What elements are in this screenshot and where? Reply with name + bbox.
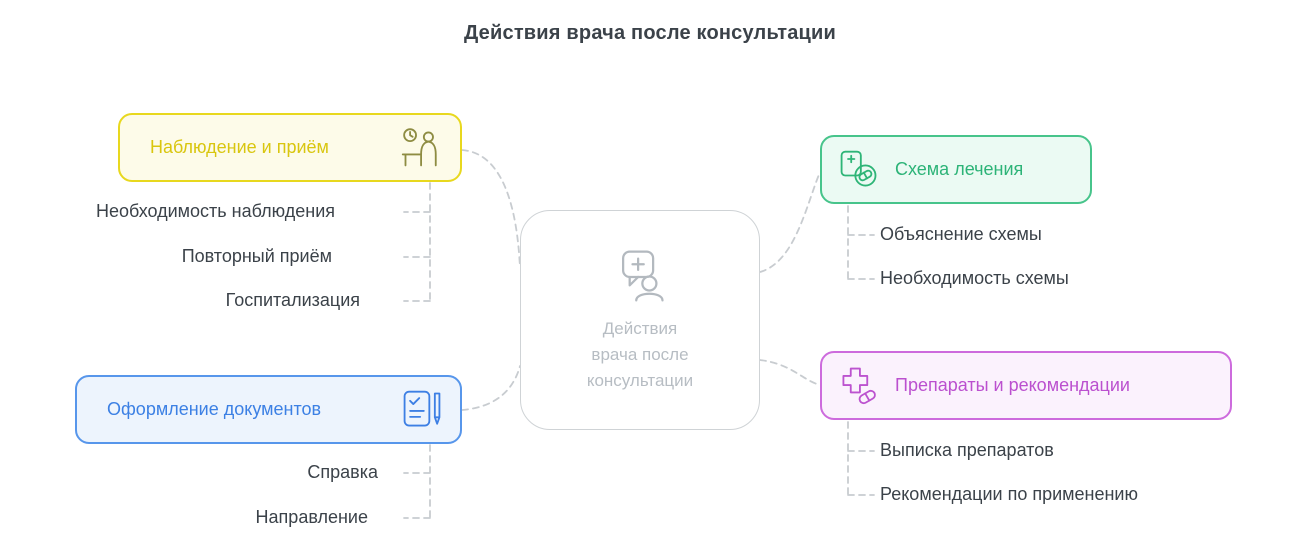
diagram-title: Действия врача после консультации	[463, 22, 837, 44]
branch-documents-label: Оформление документов	[107, 399, 322, 419]
connector-center-treatment	[759, 171, 821, 273]
connector-documents-children	[403, 444, 431, 519]
connector-observation-children	[403, 182, 431, 302]
branch-medications-label: Препараты и рекомендации	[895, 375, 1130, 395]
patient-clock-icon	[401, 127, 437, 166]
center-label-line: врача после	[591, 345, 689, 364]
branch-observation: Наблюдение и приём	[118, 113, 462, 182]
center-node-label: Действия врача после консультации	[587, 316, 693, 394]
doctor-speech-bubble-icon	[622, 250, 664, 302]
branch-documents: Оформление документов	[75, 375, 462, 444]
connector-center-observation	[461, 149, 521, 269]
child-observation-need: Необходимость наблюдения	[95, 201, 335, 221]
child-repeat-visit: Повторный приём	[181, 246, 332, 266]
branch-medications: Препараты и рекомендации	[820, 351, 1232, 420]
child-referral: Направление	[255, 507, 368, 527]
medical-cross-pill-icon	[842, 367, 876, 404]
document-pen-icon	[403, 390, 441, 426]
child-hospitalization: Госпитализация	[225, 290, 360, 310]
center-node: Действия врача после консультации	[520, 210, 760, 430]
child-certificate: Справка	[307, 462, 378, 482]
branch-treatment: Схема лечения	[820, 135, 1092, 204]
center-label-line: консультации	[586, 371, 694, 390]
child-scheme-explanation: Объяснение схемы	[880, 224, 1042, 244]
connector-treatment-children	[847, 205, 875, 280]
prescription-pill-icon	[840, 150, 877, 186]
child-prescription-issue: Выписка препаратов	[880, 440, 1054, 460]
connector-medications-children	[847, 421, 875, 496]
child-usage-recommendations: Рекомендации по применению	[880, 484, 1138, 504]
branch-observation-label: Наблюдение и приём	[150, 137, 329, 157]
child-scheme-need: Необходимость схемы	[880, 268, 1069, 288]
connector-center-medications	[759, 359, 821, 386]
center-label-line: Действия	[602, 319, 678, 338]
branch-treatment-label: Схема лечения	[895, 159, 1024, 179]
connector-center-documents	[461, 365, 521, 411]
